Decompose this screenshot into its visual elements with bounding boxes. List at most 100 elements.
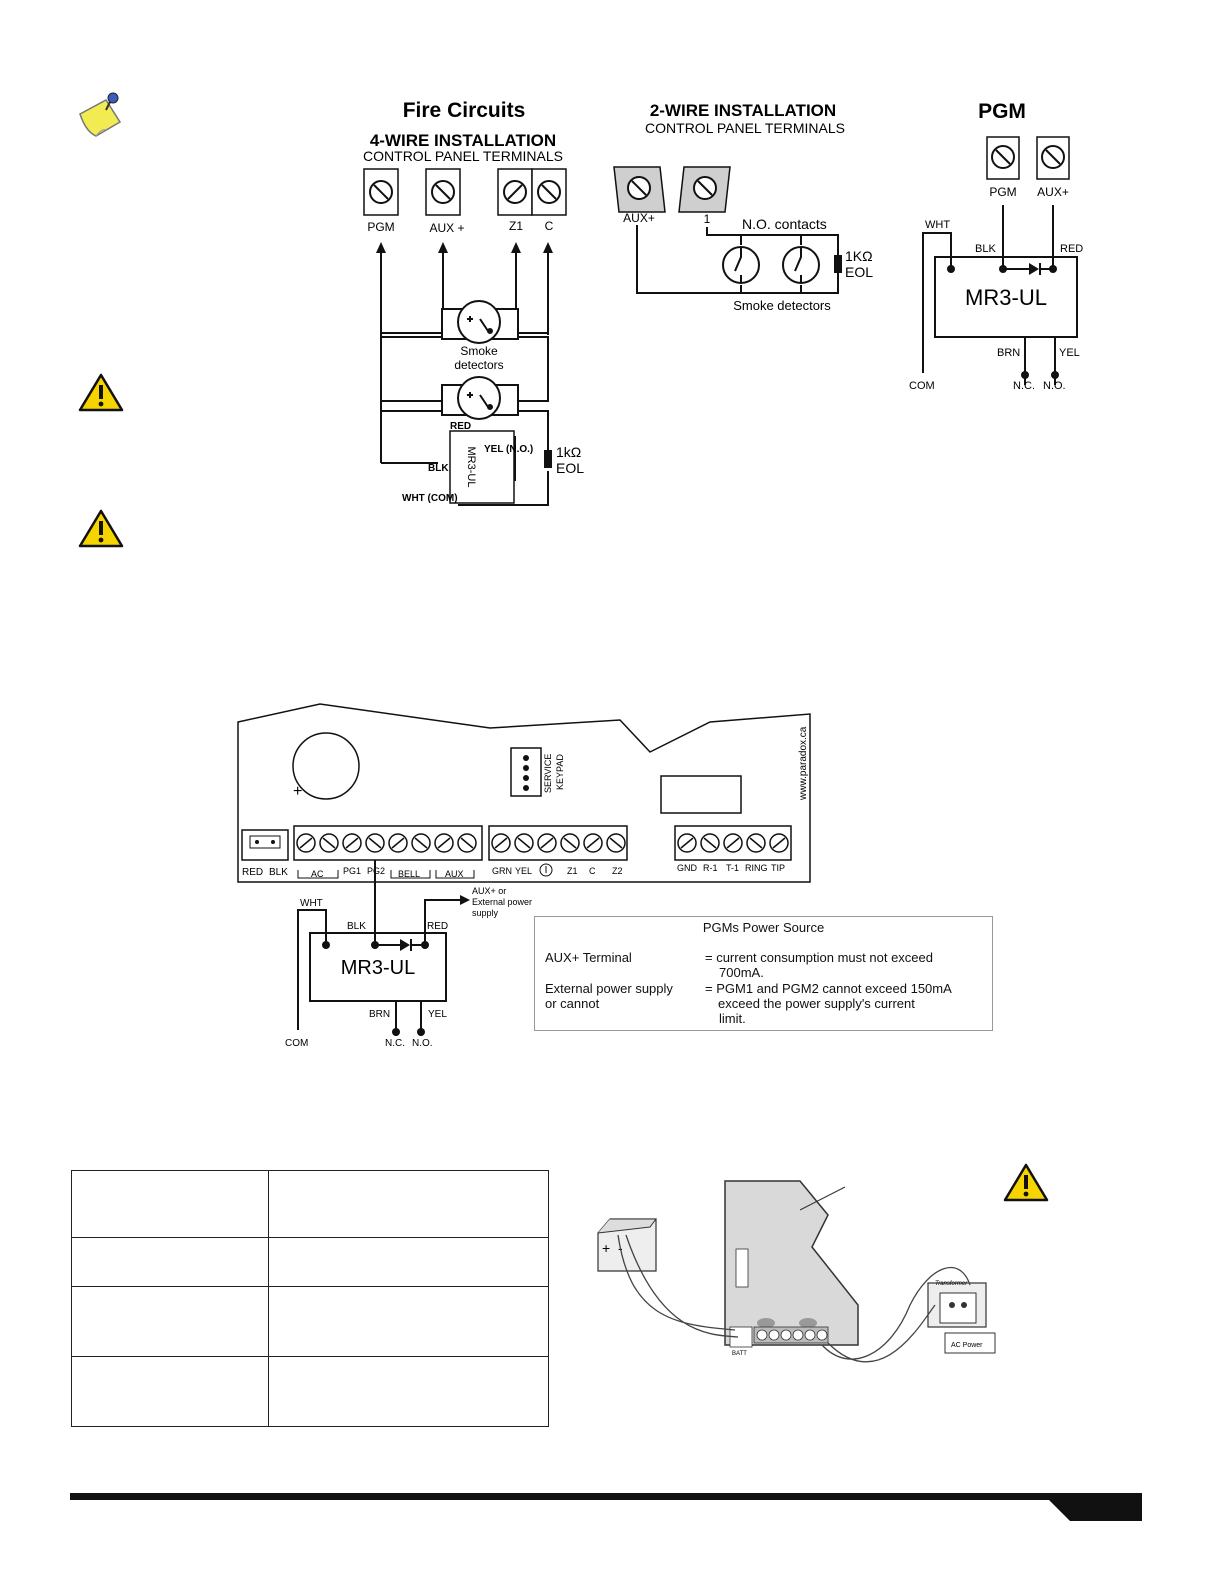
battery-ac-illustration: +- BATT Transformer AC Power <box>597 1180 996 1363</box>
row2-value3: limit. <box>719 1011 746 1026</box>
label-yel: YEL <box>515 866 532 876</box>
label-pg2: PG2 <box>367 866 385 876</box>
label-c: C <box>589 866 596 876</box>
svg-text:+: + <box>293 783 302 800</box>
row1-value2: 700mA. <box>719 965 764 980</box>
label-grn: GRN <box>492 866 512 876</box>
service-label: SERVICE <box>543 754 553 793</box>
wire-wht: WHT (COM) <box>402 493 458 504</box>
ac-power-label: AC Power <box>951 1342 983 1349</box>
svg-text:+: + <box>602 1240 610 1256</box>
smoke-label: Smoke detectors <box>733 298 831 313</box>
batt-label: BATT <box>732 1351 747 1357</box>
screw-slot <box>345 837 359 849</box>
label-tip: TIP <box>771 863 785 873</box>
footer-bar <box>70 1493 1142 1500</box>
table-cell <box>268 1356 549 1427</box>
warning-icon <box>78 509 124 548</box>
pgm-diagram: PGM PGM AUX+ WHT BLK RED MR3-UL BRN YEL … <box>909 100 1083 392</box>
screw-slot <box>703 837 717 849</box>
battery-table <box>71 1170 549 1427</box>
wire-no: N.O. <box>412 1038 433 1049</box>
transformer-label: Transformer <box>935 1281 968 1287</box>
label-gnd: GND <box>677 863 698 873</box>
screw-slot <box>540 837 554 849</box>
screw-slot <box>726 837 740 849</box>
pgm-title: PGM <box>978 100 1026 123</box>
two-wire-subheading: CONTROL PANEL TERMINALS <box>645 120 845 136</box>
wire-com: COM <box>285 1038 308 1049</box>
eol-value: 1KΩ <box>845 248 873 264</box>
two-wire-diagram: 2-WIRE INSTALLATION CONTROL PANEL TERMIN… <box>613 101 873 313</box>
aux-note-1: AUX+ or <box>472 886 506 896</box>
aux-note-3: supply <box>472 908 499 918</box>
screw-slot <box>322 837 336 849</box>
relay-label: MR3-UL <box>341 957 415 979</box>
screw-slot <box>437 837 451 849</box>
screw-slot <box>368 837 382 849</box>
two-wire-heading: 2-WIRE INSTALLATION <box>650 101 836 120</box>
wire-red: RED <box>450 421 471 432</box>
label-bell: BELL <box>398 869 420 879</box>
screw-slot <box>299 837 313 849</box>
warning-icon <box>78 373 124 412</box>
pgm-power-box: PGMs Power Source AUX+ Terminal = curren… <box>534 916 993 1031</box>
terminal-pgm-label: PGM <box>367 220 394 234</box>
table-cell <box>71 1170 269 1238</box>
wire-blk: BLK <box>347 921 366 932</box>
row2-value2: exceed the power supply's current <box>718 996 915 1011</box>
wire-no: N.O. <box>1043 380 1066 392</box>
four-wire-heading: 4-WIRE INSTALLATION <box>370 131 556 150</box>
four-wire-diagram: Fire Circuits 4-WIRE INSTALLATION CONTRO… <box>363 99 584 506</box>
row2-label2: or cannot <box>545 996 600 1011</box>
table-cell <box>71 1356 269 1427</box>
table-cell <box>268 1237 549 1287</box>
terminal-aux-label: AUX+ <box>1037 185 1069 199</box>
wire-blk: BLK <box>428 463 449 474</box>
label-z2: Z2 <box>612 866 623 876</box>
label-pg1: PG1 <box>343 866 361 876</box>
screw-slot <box>563 837 577 849</box>
smoke-label2: detectors <box>454 358 503 372</box>
relay-label: MR3-UL <box>965 285 1047 310</box>
wire-yel: YEL (N.O.) <box>484 444 533 455</box>
row1-label: AUX+ Terminal <box>545 950 632 965</box>
table-cell <box>268 1286 549 1357</box>
label-ac: AC <box>311 869 324 879</box>
eol-value: 1kΩ <box>556 444 581 460</box>
screw-slot <box>586 837 600 849</box>
screw-slot <box>772 837 786 849</box>
screw-slot <box>460 837 474 849</box>
wire-nc: N.C. <box>1013 380 1035 392</box>
wire-wht: WHT <box>925 219 950 231</box>
label-aux: AUX <box>445 869 464 879</box>
screw-slot <box>517 837 531 849</box>
label-blk: BLK <box>269 867 288 878</box>
screw-slot <box>749 837 763 849</box>
wire-wht: WHT <box>300 898 323 909</box>
screw-slot <box>391 837 405 849</box>
label-red: RED <box>242 867 263 878</box>
keypad-label: KEYPAD <box>555 754 565 790</box>
table-cell <box>268 1170 549 1238</box>
table-cell <box>71 1286 269 1357</box>
note-pin-icon <box>79 92 122 137</box>
screw-slot <box>494 837 508 849</box>
website-label: www.paradox.ca <box>798 726 809 801</box>
wire-yel: YEL <box>1059 347 1080 359</box>
screw-slot <box>609 837 623 849</box>
row1-value: = current consumption must not exceed <box>705 950 933 965</box>
label-t1: T-1 <box>726 863 739 873</box>
wire-brn: BRN <box>369 1009 390 1020</box>
label-z1: Z1 <box>567 866 578 876</box>
label-r1: R-1 <box>703 863 718 873</box>
wire-red: RED <box>427 921 448 932</box>
terminal-z1-label: Z1 <box>509 219 523 233</box>
fire-circuits-title: Fire Circuits <box>403 99 526 122</box>
terminal-aux-label: AUX+ <box>623 211 655 225</box>
terminal-pgm-label: PGM <box>989 185 1016 199</box>
screw-slot <box>414 837 428 849</box>
wire-nc: N.C. <box>385 1038 405 1049</box>
eol-label: EOL <box>845 264 873 280</box>
wire-yel: YEL <box>428 1009 447 1020</box>
